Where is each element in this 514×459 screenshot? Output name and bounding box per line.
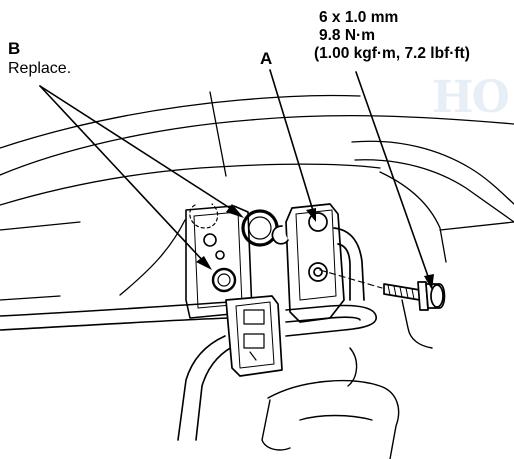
bolt-axis-line [319, 269, 383, 289]
flange-bolt [383, 281, 446, 311]
watermark: HO [432, 72, 510, 123]
bolt-size-spec: 6 x 1.0 mm [319, 9, 399, 26]
bolt-torque-nm: 9.8 N·m [319, 27, 375, 44]
small-o-ring [211, 267, 237, 293]
part-a-label: A [260, 49, 273, 68]
refrigerant-pipes [0, 301, 377, 441]
pipe-clamp [225, 295, 283, 377]
leader-lines [39, 69, 431, 283]
body-panel-lines [0, 91, 514, 301]
part-b-label: B [8, 39, 21, 58]
lower-component [261, 299, 433, 459]
pipe-fitting-a [271, 203, 365, 323]
leader-arrowheads [196, 204, 434, 290]
bolt-torque-alt: (1.00 kgf·m, 7.2 lbf·ft) [314, 45, 470, 62]
part-b-note: Replace. [8, 60, 72, 77]
